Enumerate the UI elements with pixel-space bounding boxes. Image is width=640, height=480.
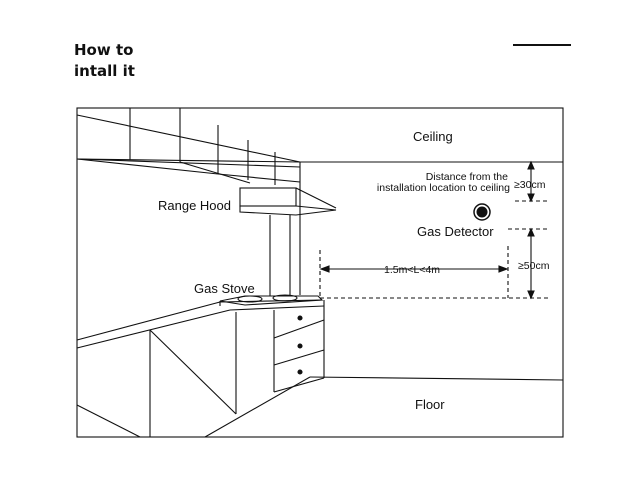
- gas-detector-label: Gas Detector: [417, 224, 494, 239]
- distance-label-line-1: Distance from the: [426, 171, 508, 183]
- gas-detector-icon: [473, 203, 491, 221]
- gas-stove-label: Gas Stove: [194, 281, 255, 296]
- distance-label-line-2: installation location to ceiling: [377, 182, 510, 194]
- range-hood: [239, 187, 337, 296]
- diagram-frame: [76, 107, 564, 438]
- lower-cabinets: [76, 299, 325, 438]
- header-rule: [513, 44, 571, 46]
- title-line-2: intall it: [74, 62, 135, 80]
- gas-detector-core: [476, 206, 488, 218]
- ceiling-distance-arrow: [527, 160, 535, 203]
- title-line-1: How to: [74, 41, 134, 59]
- horizontal-distance-arrow: [319, 265, 509, 273]
- stove-height-arrow: [527, 227, 535, 300]
- drawer-knobs: [297, 315, 303, 375]
- ceiling-distance-value: ≥30cm: [514, 179, 546, 191]
- floor-label: Floor: [415, 397, 445, 412]
- upper-cabinets: [76, 108, 301, 185]
- stove-height-value: ≥50cm: [518, 260, 550, 272]
- ceiling-label: Ceiling: [413, 129, 453, 144]
- room-walls: [204, 161, 564, 438]
- page-title: How to intall it: [74, 40, 135, 82]
- dimension-reference-lines: [319, 200, 550, 299]
- range-hood-label: Range Hood: [158, 198, 231, 213]
- horizontal-distance-value: 1.5m<L<4m: [384, 264, 440, 276]
